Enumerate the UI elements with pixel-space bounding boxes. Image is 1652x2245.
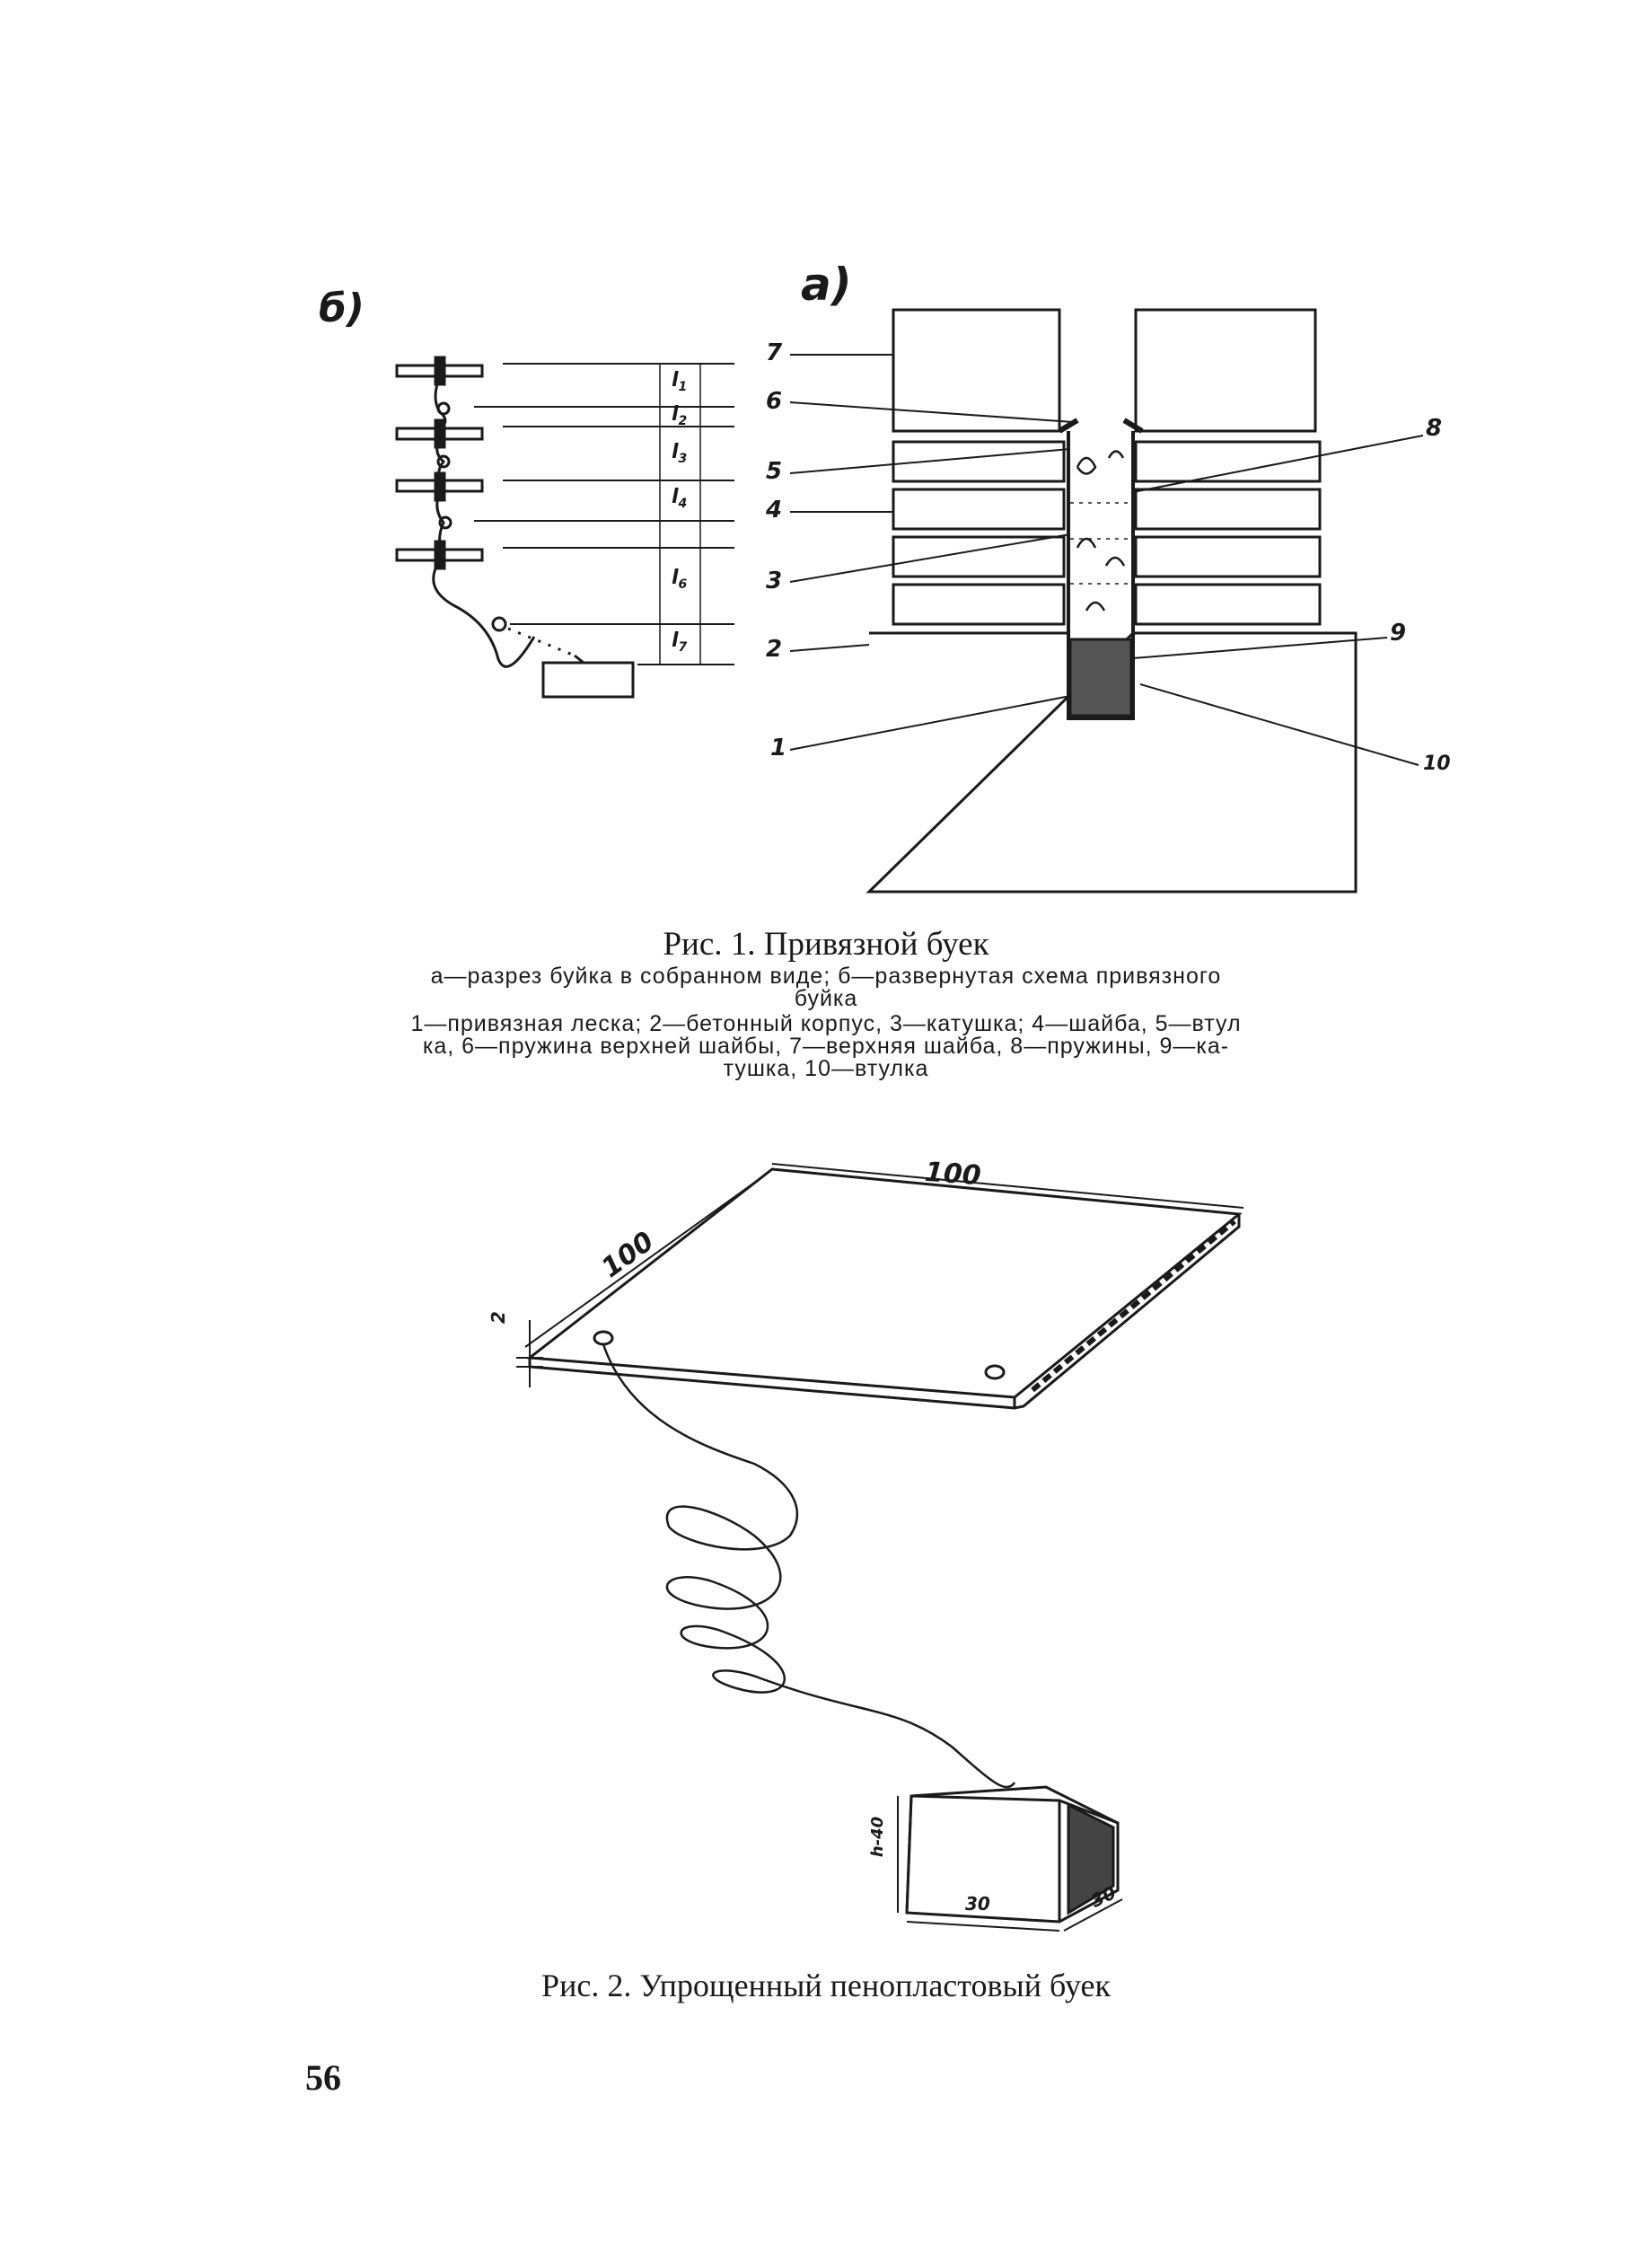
dim-l1: l1 <box>672 369 687 394</box>
figure-2-drawing <box>516 1163 1244 1932</box>
concrete-body <box>866 631 1358 894</box>
figure-1-legend-line-2: буйка <box>794 986 858 1011</box>
panel-a-label: а) <box>801 259 852 311</box>
callout-10: 10 <box>1423 753 1451 775</box>
anchor-block <box>541 661 635 699</box>
callout-3: 3 <box>766 568 783 594</box>
figure-1-caption: Рис. 1. Привязной буек <box>663 926 989 963</box>
callout-1: 1 <box>770 735 787 762</box>
foam-plate <box>526 1167 1243 1399</box>
figure-1-legend-line-1: а—разрез буйка в собранном виде; б—разве… <box>430 964 1222 989</box>
block-height-label: h-40 <box>868 1816 888 1858</box>
figure-1-legend-line-5: тушка, 10—втулка <box>723 1056 929 1081</box>
figure-2-caption: Рис. 2. Упрощенный пенопластовый буек <box>541 1968 1111 2003</box>
figure-1-legend-line-3: 1—привязная леска; 2—бетонный корпус, 3—… <box>410 1011 1242 1036</box>
callout-7: 7 <box>766 339 783 366</box>
panel-b-label: б) <box>319 286 365 331</box>
page-number: 56 <box>305 2057 341 2098</box>
dim-l3: l3 <box>672 441 687 466</box>
callout-4: 4 <box>766 497 783 524</box>
dim-l4: l4 <box>672 486 687 511</box>
callout-5: 5 <box>766 458 783 485</box>
callout-2: 2 <box>766 636 783 663</box>
block-width-label: 30 <box>965 1893 990 1915</box>
upper-washer-left <box>892 308 1061 433</box>
figure-1-legend-line-4: ка, 6—пружина верхней шайбы, 7—верхняя ш… <box>422 1034 1230 1059</box>
callout-9: 9 <box>1390 620 1407 647</box>
callout-8: 8 <box>1426 415 1443 442</box>
callout-6: 6 <box>766 388 783 415</box>
dim-thickness-2: 2 <box>487 1311 509 1324</box>
dim-l6: l6 <box>672 567 688 592</box>
dim-top-100: 100 <box>923 1156 982 1193</box>
dim-l7: l7 <box>672 629 688 655</box>
upper-washer-right <box>1134 308 1317 433</box>
